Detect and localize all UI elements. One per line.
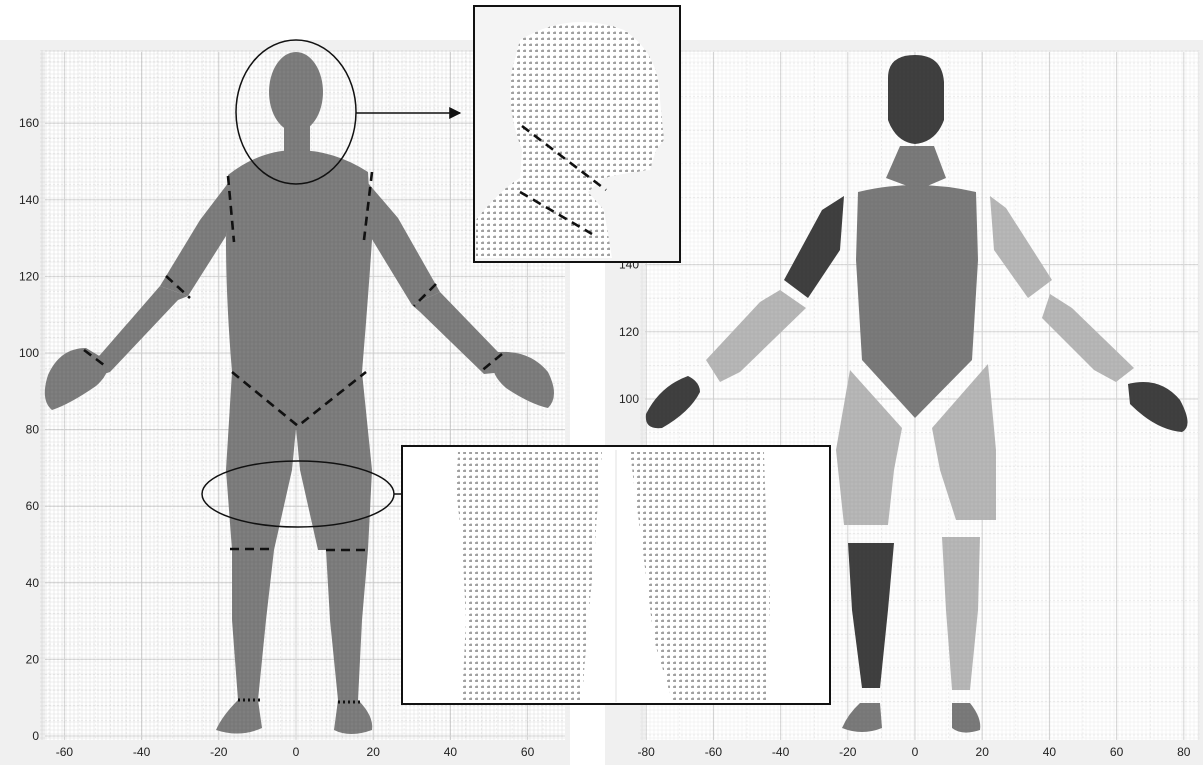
y-tick-label: 60 <box>26 499 40 513</box>
x-tick-label: 40 <box>444 745 458 759</box>
x-tick-label: 60 <box>521 745 535 759</box>
head-detail-inset <box>474 6 680 262</box>
y-tick-label: 120 <box>619 325 639 339</box>
y-tick-label: 100 <box>19 346 39 360</box>
x-tick-label: -40 <box>133 745 151 759</box>
y-tick-label: 140 <box>19 193 39 207</box>
x-tick-label: 60 <box>1110 745 1124 759</box>
y-tick-label: 40 <box>26 576 40 590</box>
y-tick-label: 0 <box>32 729 39 743</box>
y-tick-label: 80 <box>26 423 40 437</box>
y-tick-label: 20 <box>26 652 40 666</box>
thigh-point-cloud-left <box>456 452 602 700</box>
x-tick-label: 40 <box>1043 745 1057 759</box>
x-tick-label: -80 <box>638 745 656 759</box>
x-tick-label: 0 <box>912 745 919 759</box>
x-tick-label: 20 <box>367 745 381 759</box>
x-tick-label: 80 <box>1177 745 1191 759</box>
x-tick-label: -20 <box>210 745 228 759</box>
y-tick-label: 120 <box>19 269 39 283</box>
thigh-detail-inset <box>402 446 830 704</box>
x-tick-label: -20 <box>839 745 857 759</box>
y-tick-label: 160 <box>19 116 39 130</box>
x-tick-label: 0 <box>293 745 300 759</box>
x-tick-label: 20 <box>976 745 990 759</box>
x-tick-label: -40 <box>772 745 790 759</box>
x-tick-label: -60 <box>705 745 723 759</box>
y-tick-label: 100 <box>619 392 639 406</box>
x-tick-label: -60 <box>56 745 74 759</box>
